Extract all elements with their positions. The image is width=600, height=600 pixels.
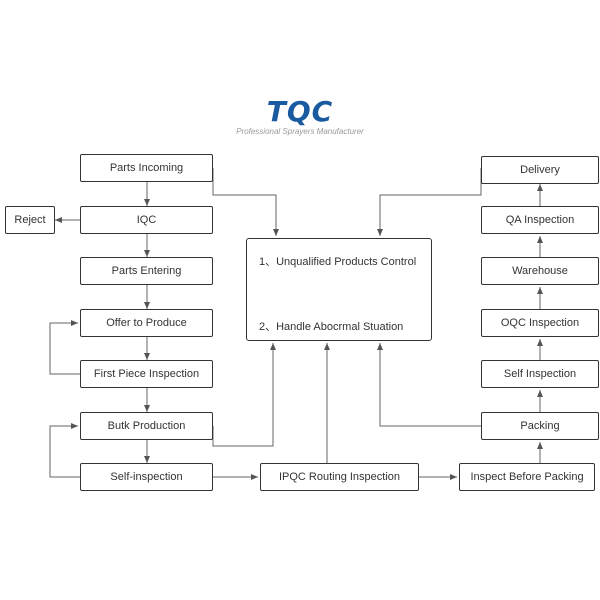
self-inspection-left-label: Self-inspection — [110, 471, 183, 483]
arrow-delivery-to-center — [377, 168, 482, 236]
arrow-bulk-to-center — [212, 343, 276, 447]
parts-entering-label: Parts Entering — [111, 265, 182, 277]
delivery-box: Delivery — [481, 156, 599, 184]
reject-box: Reject — [5, 206, 55, 234]
offer-to-produce-label: Offer to Produce — [106, 317, 187, 329]
parts-incoming-label: Parts Incoming — [109, 162, 184, 174]
packing-label: Packing — [520, 420, 560, 432]
first-piece-inspection-label: First Piece Inspection — [93, 368, 200, 380]
ipqc-routing-label: IPQC Routing Inspection — [278, 471, 401, 483]
reject-label: Reject — [14, 214, 46, 226]
unqualified-products-control-text: 1、Unqualified Products Control — [259, 256, 417, 268]
loop-first-piece-to-offer — [49, 320, 80, 375]
arrow-parts-incoming-to-center — [212, 168, 279, 236]
parts-incoming-box: Parts Incoming — [80, 154, 213, 182]
oqc-inspection-label: OQC Inspection — [500, 317, 580, 329]
handle-abnormal-situation-text: 2、Handle Abocrmal Stuation — [259, 321, 404, 333]
packing-box: Packing — [481, 412, 599, 440]
inspect-before-packing-label: Inspect Before Packing — [470, 471, 584, 483]
company-tagline: Professional Sprayers Manufacturer — [236, 127, 364, 136]
arrow-packing-to-center — [377, 343, 481, 427]
parts-entering-box: Parts Entering — [80, 257, 213, 285]
qa-inspection-box: QA Inspection — [481, 206, 599, 234]
ipqc-routing-box: IPQC Routing Inspection — [260, 463, 419, 491]
offer-to-produce-box: Offer to Produce — [80, 309, 213, 337]
bulk-production-label: Butk Production — [107, 420, 186, 432]
self-inspection-right-label: Self Inspection — [503, 368, 577, 380]
loop-self-inspection-to-bulk — [49, 423, 80, 478]
qa-inspection-label: QA Inspection — [505, 214, 575, 226]
tqc-logo: TQC — [266, 95, 334, 128]
delivery-label: Delivery — [520, 164, 560, 176]
inspect-before-packing-box: Inspect Before Packing — [459, 463, 595, 491]
iqc-box: IQC — [80, 206, 213, 234]
self-inspection-right-box: Self Inspection — [481, 360, 599, 388]
oqc-inspection-box: OQC Inspection — [481, 309, 599, 337]
self-inspection-left-box: Self-inspection — [80, 463, 213, 491]
first-piece-inspection-box: First Piece Inspection — [80, 360, 213, 388]
quality-control-center-box: 1、Unqualified Products Control 2、Handle … — [246, 238, 432, 341]
bulk-production-box: Butk Production — [80, 412, 213, 440]
iqc-label: IQC — [136, 214, 157, 226]
warehouse-box: Warehouse — [481, 257, 599, 285]
warehouse-label: Warehouse — [512, 265, 568, 277]
